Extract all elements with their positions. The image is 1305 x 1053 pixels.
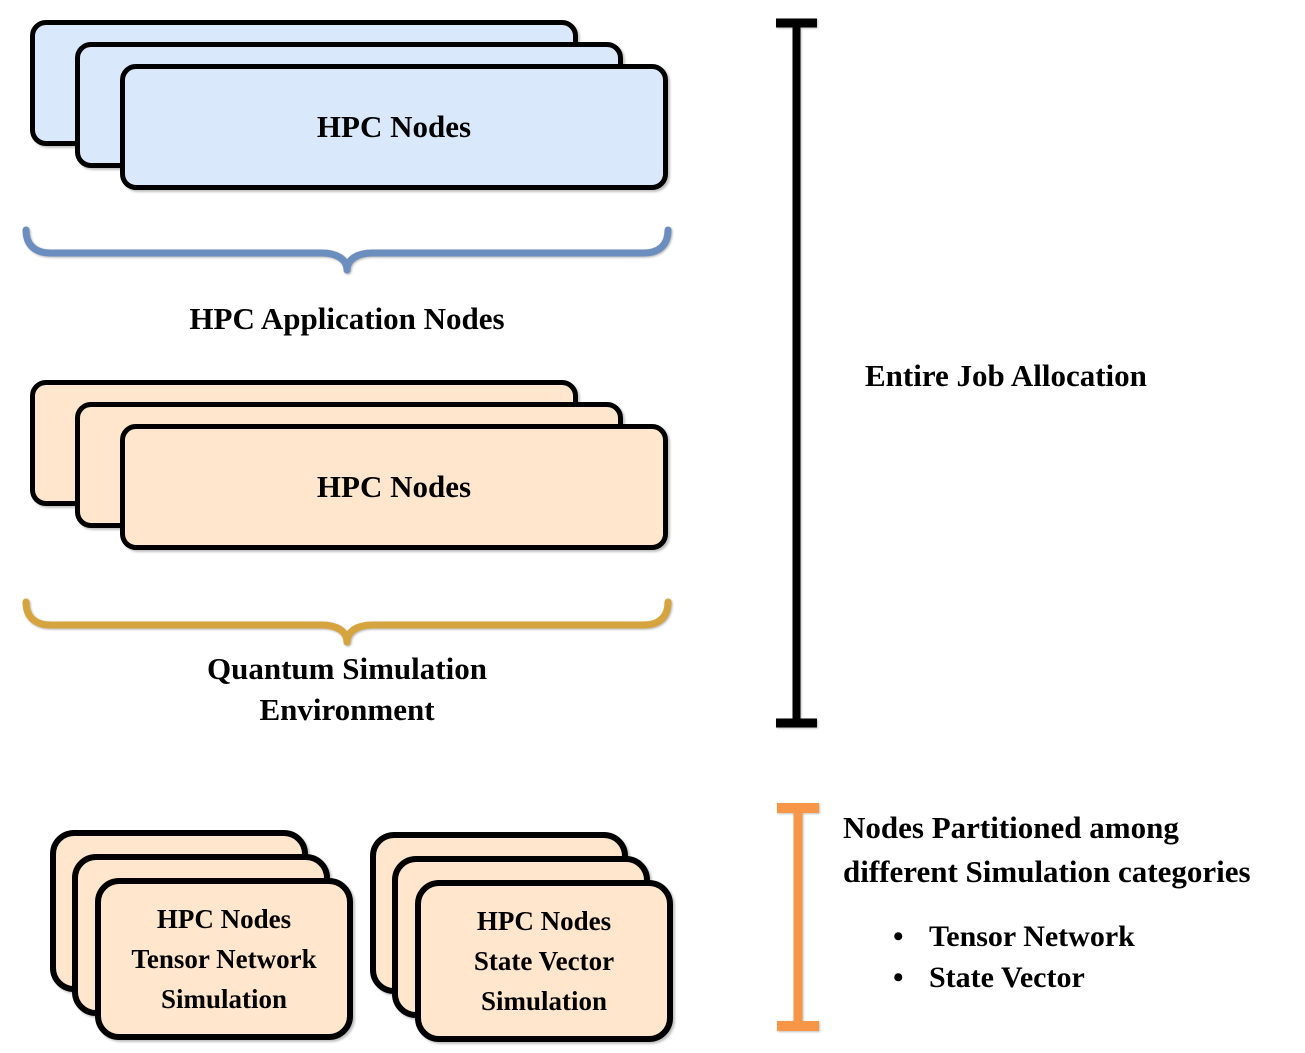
qsim-brace bbox=[22, 598, 672, 646]
hpc-app-card-label: HPC Nodes bbox=[316, 109, 472, 144]
entire-job-bracket bbox=[776, 18, 817, 728]
tensor-card-line1: HPC Nodes bbox=[156, 904, 292, 934]
partition-heading-line1: Nodes Partitioned among bbox=[843, 810, 1179, 845]
bullet-item-statevec-label: State Vector bbox=[929, 961, 1085, 994]
tensor-card-line3: Simulation bbox=[160, 984, 288, 1014]
statevec-card-line2: State Vector bbox=[473, 946, 615, 976]
qsim-brace-label: Quantum Simulation Environment bbox=[97, 648, 597, 730]
tensor-card-front: HPC Nodes Tensor Network Simulation bbox=[95, 878, 353, 1040]
bullet-dot-icon: • bbox=[893, 961, 904, 994]
bullet-item-statevec: • State Vector bbox=[893, 957, 1135, 998]
bullet-item-tensor-label: Tensor Network bbox=[929, 920, 1135, 953]
bullet-item-tensor: • Tensor Network bbox=[893, 916, 1135, 957]
statevec-card-line3: Simulation bbox=[480, 986, 608, 1016]
qsim-card-label: HPC Nodes bbox=[316, 469, 472, 504]
entire-job-label: Entire Job Allocation bbox=[865, 358, 1147, 393]
bullet-dot-icon: • bbox=[893, 920, 904, 953]
qsim-brace-label-line2: Environment bbox=[259, 692, 435, 727]
tensor-card-line2: Tensor Network bbox=[131, 944, 317, 974]
qsim-card-front: HPC Nodes bbox=[120, 424, 668, 550]
hpc-app-card-front: HPC Nodes bbox=[120, 64, 668, 190]
partition-bracket bbox=[777, 803, 819, 1031]
qsim-brace-label-line1: Quantum Simulation bbox=[207, 651, 487, 686]
partition-heading: Nodes Partitioned among different Simula… bbox=[843, 806, 1251, 894]
partition-heading-line2: different Simulation categories bbox=[843, 854, 1251, 889]
hpc-app-brace bbox=[22, 226, 672, 274]
partition-bullet-list: • Tensor Network • State Vector bbox=[893, 916, 1135, 998]
statevec-card-line1: HPC Nodes bbox=[476, 906, 612, 936]
statevec-card-front: HPC Nodes State Vector Simulation bbox=[415, 880, 673, 1042]
hpc-app-brace-label: HPC Application Nodes bbox=[189, 301, 505, 336]
